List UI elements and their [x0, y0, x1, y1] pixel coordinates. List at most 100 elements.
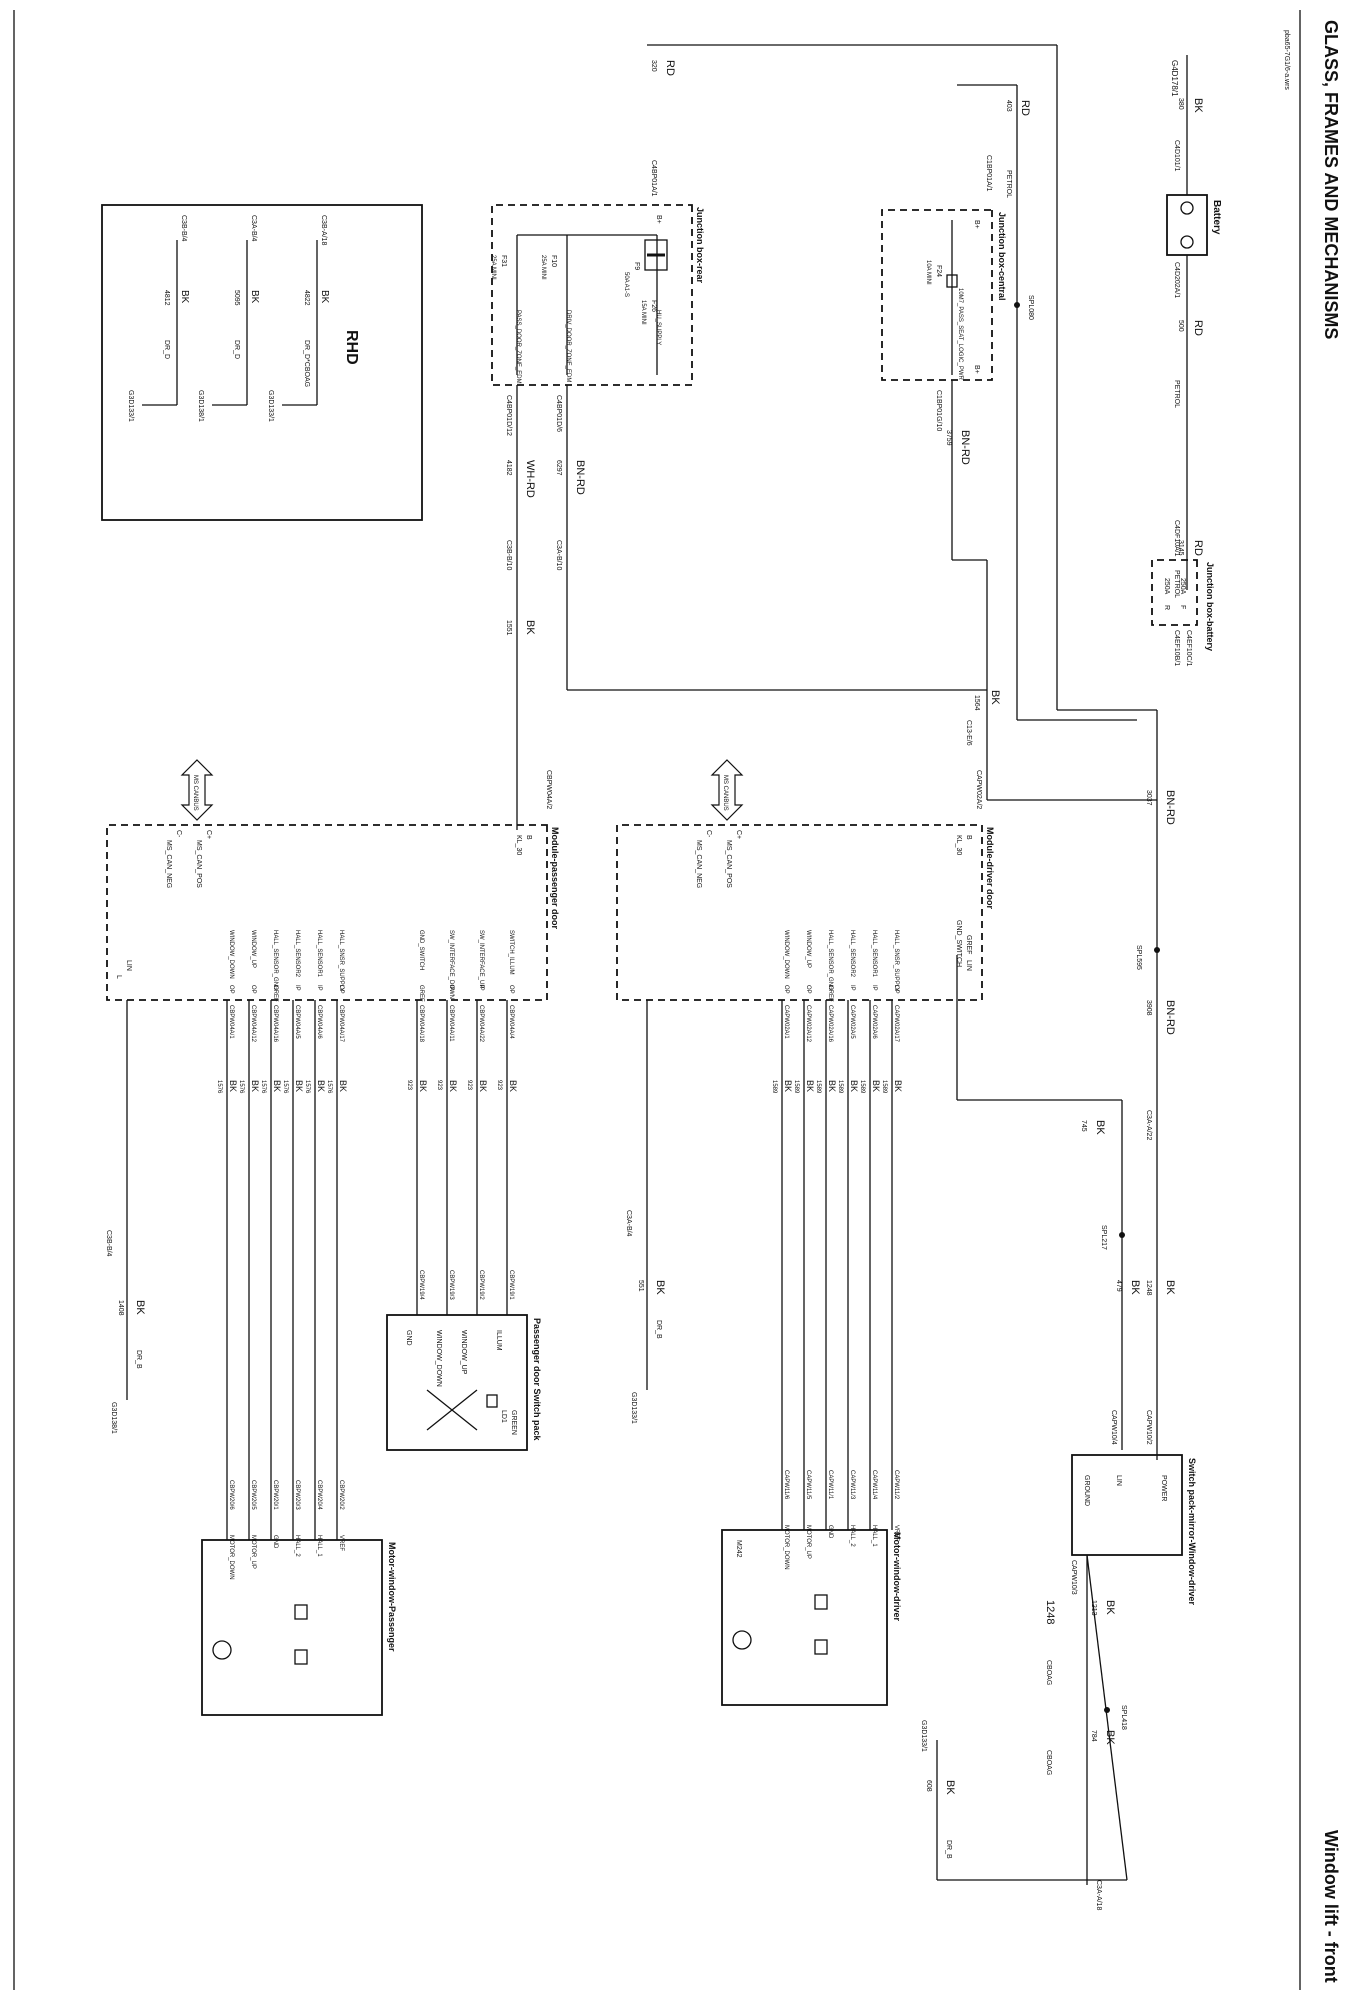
pin-signal: GND_SWITCH	[418, 930, 424, 970]
pin-connector: CAPW02A/1	[783, 1005, 789, 1039]
switch-pin-connector: CBPW19/4	[418, 1270, 424, 1300]
svg-text:R: R	[1163, 605, 1170, 610]
svg-text:B+: B+	[973, 220, 980, 229]
svg-text:GND_SWITCH: GND_SWITCH	[955, 920, 962, 967]
svg-text:C4EF10C/1: C4EF10C/1	[1185, 630, 1192, 667]
svg-text:Passenger door Switch pack: Passenger door Switch pack	[532, 1318, 542, 1442]
pin-color: BK	[418, 1080, 428, 1092]
svg-text:15A MINI: 15A MINI	[640, 300, 646, 325]
mscanbus-driver: MS CANBUS	[710, 759, 744, 821]
svg-text:6297: 6297	[555, 460, 562, 476]
svg-text:25A MINI: 25A MINI	[540, 255, 546, 280]
svg-text:10M7_PASS_SEAT_LOGIC_PWR: 10M7_PASS_SEAT_LOGIC_PWR	[957, 288, 963, 380]
svg-text:BK: BK	[1192, 98, 1204, 113]
svg-text:ILLUM: ILLUM	[495, 1330, 502, 1351]
pin-io: GREF	[272, 985, 278, 1002]
pin-color: BK	[250, 1080, 260, 1092]
pin-io: IP	[478, 985, 484, 991]
svg-text:SPL418: SPL418	[1120, 1705, 1127, 1730]
svg-text:BK: BK	[944, 1780, 956, 1795]
splice-spl595	[1154, 947, 1160, 953]
svg-text:RD: RD	[664, 60, 676, 76]
rotated-diagram: Battery G4D178/1 BK 380 C4D101/1 C4D202A…	[101, 44, 1222, 1910]
svg-text:BK: BK	[654, 1280, 666, 1295]
svg-text:1248: 1248	[1044, 1600, 1056, 1624]
pin-io: IP	[849, 985, 855, 991]
pin-connector: CBPW04A/12	[250, 1005, 256, 1043]
pin-wire-number: 1589	[881, 1080, 887, 1094]
pin-signal: HALL_SENSOR_GND	[272, 930, 278, 991]
pin-color: BK	[228, 1080, 238, 1092]
svg-text:CAPW10/2: CAPW10/2	[1145, 1410, 1152, 1445]
svg-text:250A: 250A	[1163, 578, 1170, 595]
svg-text:25A MINI: 25A MINI	[490, 255, 496, 280]
svg-text:F9: F9	[633, 262, 640, 270]
switch-pin-connector: CBPW19/3	[448, 1270, 454, 1300]
svg-text:MS CANBUS: MS CANBUS	[192, 775, 198, 811]
driver-pin-rows: HALL_SNSR_SUPPLYOPCAPW02A/17BK1589HALL_S…	[771, 930, 903, 1530]
pin-wire-number: 1589	[793, 1080, 799, 1094]
svg-text:F26: F26	[650, 300, 657, 312]
pin-connector: CBPW04A/1	[228, 1005, 234, 1039]
rhd-wire-number: 5095	[233, 290, 240, 306]
page-title: Window lift - front	[1321, 1830, 1341, 1983]
pin-io: IP	[316, 985, 322, 991]
svg-text:CBOAG: CBOAG	[1045, 1750, 1052, 1775]
svg-text:B: B	[965, 835, 972, 840]
pin-signal: WINDOW_DOWN	[783, 930, 789, 979]
svg-text:BK: BK	[989, 690, 1001, 705]
pin-wire-number: 1576	[282, 1080, 288, 1094]
svg-text:1551: 1551	[505, 620, 512, 636]
pin-wire-number: 1589	[815, 1080, 821, 1094]
svg-text:250A: 250A	[1179, 578, 1186, 595]
pin-wire-number: 1589	[771, 1080, 777, 1094]
svg-text:4182: 4182	[505, 460, 512, 476]
pin-connector: CBPW04A/22	[478, 1005, 484, 1043]
pin-color: BK	[294, 1080, 304, 1092]
pin-wire-number: 1589	[837, 1080, 843, 1094]
svg-text:C4D202A/1: C4D202A/1	[1173, 262, 1180, 298]
svg-text:F31: F31	[500, 255, 507, 267]
svg-text:DR_B: DR_B	[135, 1350, 142, 1369]
pin-wire-number: 923	[406, 1080, 412, 1091]
svg-text:1564: 1564	[973, 695, 980, 711]
pin-io: IP	[448, 985, 454, 991]
svg-text:403: 403	[1005, 100, 1012, 112]
motor-pin-signal: GND	[272, 1535, 278, 1549]
pin-wire-number: 1576	[238, 1080, 244, 1094]
pin-color: BK	[316, 1080, 326, 1092]
pin-connector: CAPW02A/16	[827, 1005, 833, 1043]
svg-text:Battery: Battery	[1211, 200, 1222, 235]
pin-signal: HALL_SENSOR_GND	[827, 930, 833, 991]
svg-text:LD1: LD1	[500, 1410, 507, 1423]
svg-text:Junction box-rear: Junction box-rear	[695, 207, 705, 284]
pin-color: BK	[827, 1080, 837, 1092]
pin-connector: CBPW04A/6	[316, 1005, 322, 1039]
svg-text:MS_CAN_POS: MS_CAN_POS	[725, 840, 732, 888]
svg-text:C+: C+	[735, 830, 742, 839]
switch-pin-connector: CBPW19/1	[508, 1270, 514, 1300]
pin-connector: CBPW04A/5	[294, 1005, 300, 1039]
rhd-ground: G3D133/1	[127, 390, 134, 422]
svg-text:WINDOW_UP: WINDOW_UP	[460, 1330, 467, 1375]
section-title: GLASS, FRAMES AND MECHANISMS	[1321, 20, 1341, 339]
pin-connector: CAPW02A/17	[893, 1005, 899, 1043]
motor-pin-signal: VREF	[338, 1535, 344, 1551]
svg-text:HU_SUPPLY: HU_SUPPLY	[655, 310, 661, 345]
rhd-color: BK	[319, 290, 330, 304]
pin-io: OP	[250, 985, 256, 994]
svg-text:LIN: LIN	[1115, 1475, 1122, 1486]
svg-text:Junction box-battery: Junction box-battery	[1205, 562, 1215, 651]
svg-text:CBPW04A/2: CBPW04A/2	[545, 770, 552, 809]
motor-pin-signal: MOTOR_DOWN	[228, 1535, 234, 1580]
rhd-ground: G3D133/1	[267, 390, 274, 422]
pin-color: BK	[783, 1080, 793, 1092]
pin-wire-number: 923	[466, 1080, 472, 1091]
svg-text:BN-RD: BN-RD	[1164, 1000, 1176, 1035]
pin-wire-number: 1576	[304, 1080, 310, 1094]
svg-text:M242: M242	[735, 1540, 742, 1558]
svg-text:GND: GND	[405, 1330, 412, 1346]
pin-color: BK	[272, 1080, 282, 1092]
svg-text:SPL595: SPL595	[1135, 945, 1142, 970]
mscanbus-passenger: MS CANBUS	[180, 759, 214, 821]
